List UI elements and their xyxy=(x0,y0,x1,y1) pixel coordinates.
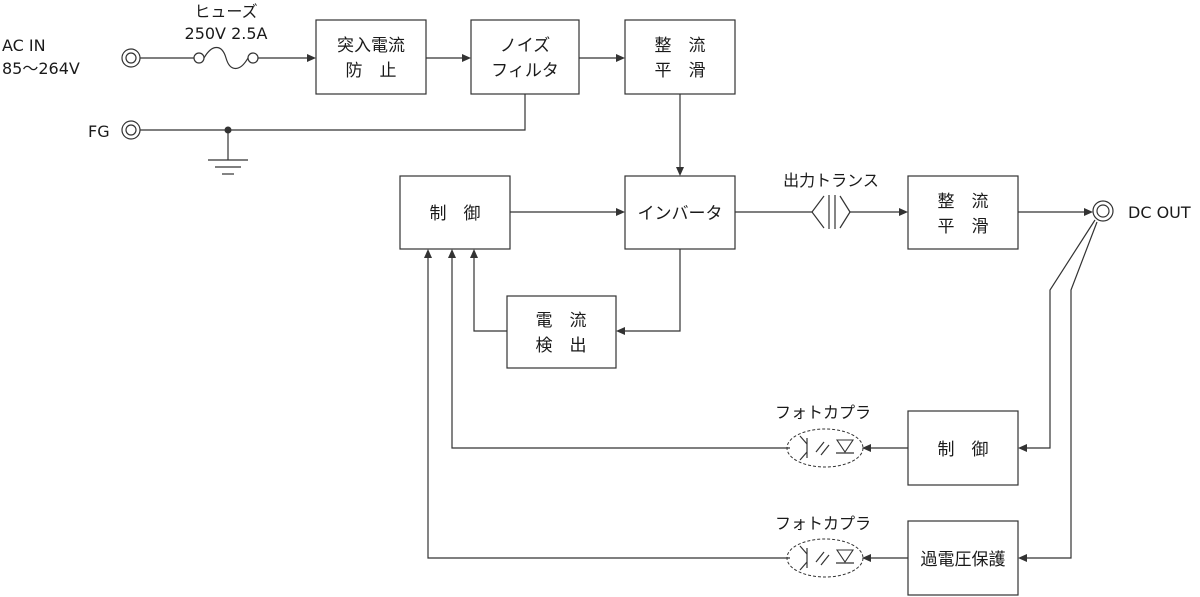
inrush-line-2: 防 止 xyxy=(346,61,397,81)
secondary-rectifier-line-2: 平 滑 xyxy=(938,217,989,237)
secondary-rectifier-block: 整 流 平 滑 xyxy=(907,175,1019,250)
primary-rectifier-block: 整 流 平 滑 xyxy=(624,19,736,95)
fg-terminal xyxy=(121,120,141,140)
noise-filter-block: ノイズ フィルタ xyxy=(470,19,580,95)
noise-filter-line-2: フィルタ xyxy=(491,61,559,81)
output-control-label: 制 御 xyxy=(938,440,989,460)
photocoupler-label-2: フォトカプラ xyxy=(775,514,871,533)
inverter-block: インバータ xyxy=(624,175,736,250)
transformer-label: 出力トランス xyxy=(783,171,879,190)
photocoupler-label-1: フォトカプラ xyxy=(775,403,871,422)
current-detect-line-1: 電 流 xyxy=(536,311,587,331)
main-control-block: 制 御 xyxy=(399,175,511,250)
ac-range-label: 85〜264V xyxy=(2,59,80,78)
fuse-label: ヒューズ xyxy=(194,2,257,21)
ac-in-label: AC IN xyxy=(2,36,46,55)
ovp-label: 過電圧保護 xyxy=(921,550,1006,570)
primary-rectifier-line-2: 平 滑 xyxy=(655,61,706,81)
inverter-label: インバータ xyxy=(638,204,723,224)
dc-out-terminal xyxy=(1092,200,1114,222)
main-control-label: 制 御 xyxy=(430,204,481,224)
noise-filter-line-1: ノイズ xyxy=(500,36,551,56)
current-detect-line-2: 検 出 xyxy=(536,336,587,356)
dc-out-label: DC OUT xyxy=(1128,203,1191,222)
inrush-current-limiter-block: 突入電流 防 止 xyxy=(315,19,427,95)
fuse-rating-label: 250V 2.5A xyxy=(185,24,268,43)
secondary-rectifier-line-1: 整 流 xyxy=(938,192,989,212)
primary-rectifier-line-1: 整 流 xyxy=(655,36,706,56)
photocoupler-icon-1 xyxy=(786,428,864,468)
ac-in-terminal xyxy=(121,48,141,68)
overvoltage-protection-block: 過電圧保護 xyxy=(907,520,1019,596)
fuse-symbol xyxy=(140,46,259,70)
current-detect-block: 電 流 検 出 xyxy=(506,295,617,369)
fg-label: FG xyxy=(88,122,110,141)
connection-wires xyxy=(140,54,1098,562)
transformer-icon xyxy=(811,195,851,229)
photocoupler-icon-2 xyxy=(786,538,864,578)
output-control-block: 制 御 xyxy=(907,410,1019,486)
inrush-line-1: 突入電流 xyxy=(337,36,405,56)
ground-icon xyxy=(208,126,248,175)
